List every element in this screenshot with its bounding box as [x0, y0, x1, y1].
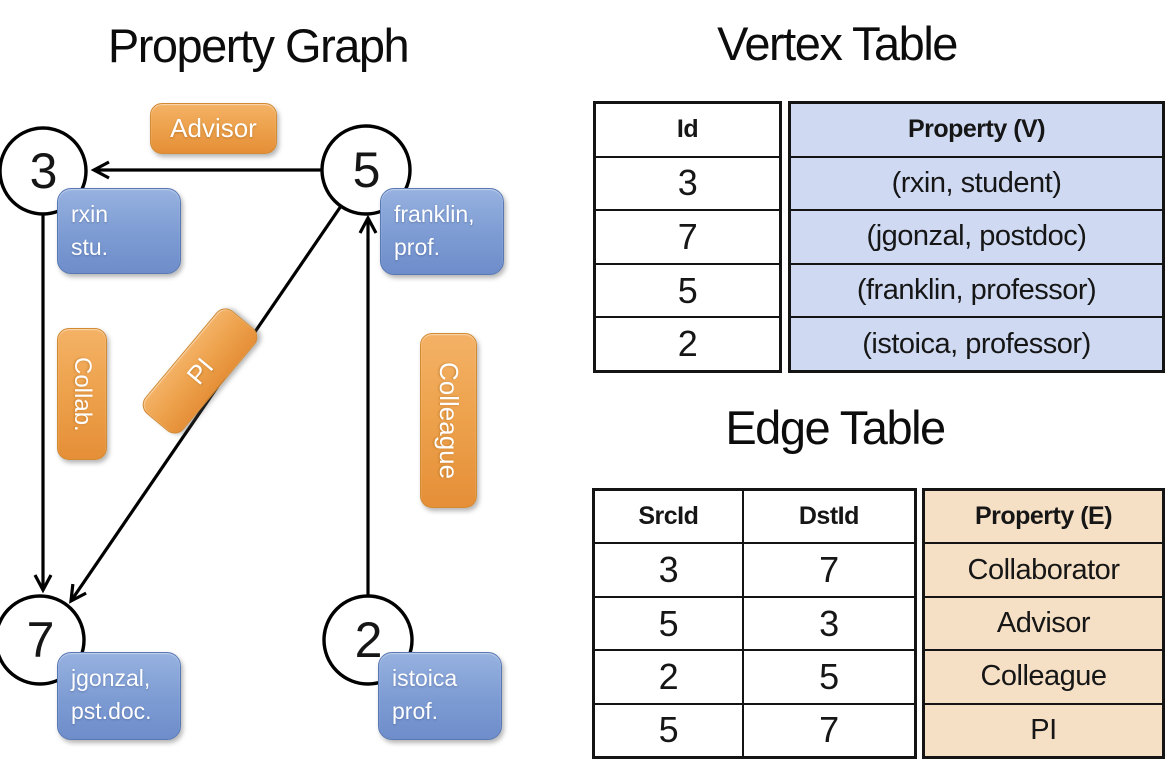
table-row: 3 7 — [595, 542, 914, 596]
vertex-property-cell: (rxin, student) — [891, 166, 1062, 199]
table-row: 2 — [596, 316, 779, 370]
vertex-table-header-property: Property (V) — [907, 115, 1046, 144]
vertex-property-cell: (jgonzal, postdoc) — [866, 220, 1087, 253]
edge-table-header-property: Property (E) — [974, 502, 1113, 531]
table-row: (franklin, professor) — [791, 262, 1162, 317]
edge-table-property-column: Property (E) Collaborator Advisor Collea… — [922, 488, 1165, 759]
property-graph-title: Property Graph — [107, 19, 410, 72]
vertex-id-cell: 3 — [677, 162, 698, 204]
edge-label-advisor: Advisor — [150, 103, 277, 154]
vertex-property-box-2: istoica prof. — [378, 652, 502, 740]
edge-label-text: PI — [180, 351, 220, 390]
edge-srcid-cell: 5 — [658, 602, 679, 644]
table-row: 2 5 — [595, 649, 914, 703]
vertex-property-line: prof. — [394, 233, 441, 260]
edge-property-cell: Colleague — [980, 660, 1107, 693]
edge-dstid-cell: 5 — [741, 651, 914, 703]
table-row: 3 — [596, 155, 779, 210]
table-row: Advisor — [925, 595, 1162, 649]
vertex-property-line: stu. — [71, 233, 109, 260]
vertex-table-id-column: Id 3 7 5 2 — [593, 101, 782, 373]
vertex-table-title: Vertex Table — [717, 17, 958, 70]
table-row: (jgonzal, postdoc) — [791, 209, 1162, 263]
vertex-id-cell: 7 — [677, 215, 698, 257]
edge-label-collab: Collab. — [57, 328, 107, 460]
table-row: 5 7 — [595, 702, 914, 757]
vertex-property-line: rxin — [71, 201, 109, 227]
vertex-id-cell: 5 — [677, 269, 698, 311]
vertex-property-line: istoica — [392, 665, 458, 691]
edge-property-cell: Advisor — [996, 607, 1091, 640]
edge-dstid-cell: 7 — [741, 704, 914, 757]
edge-label-text: Advisor — [170, 113, 257, 143]
vertex-property-line: franklin, — [394, 201, 475, 227]
edge-table-id-columns: SrcId DstId 3 7 5 3 2 5 5 7 — [592, 488, 917, 759]
node-id-3: 3 — [29, 143, 58, 199]
vertex-property-line: pst.doc. — [71, 697, 152, 724]
edge-dstid-cell: 3 — [741, 597, 914, 650]
vertex-property-box-5: franklin, prof. — [380, 188, 504, 275]
vertex-property-cell: (franklin, professor) — [856, 274, 1097, 307]
edge-dstid-cell: 7 — [741, 544, 914, 596]
node-id-7: 7 — [26, 612, 55, 668]
vertex-property-box-3: rxin stu. — [57, 188, 181, 274]
edge-srcid-cell: 5 — [658, 709, 679, 751]
edge-srcid-cell: 3 — [658, 549, 679, 591]
vertex-property-box-7: jgonzal, pst.doc. — [57, 652, 181, 740]
vertex-table-property-column: Property (V) (rxin, student) (jgonzal, p… — [788, 101, 1165, 373]
edge-table-header-dstid: DstId — [741, 491, 914, 543]
edge-property-cell: PI — [1030, 713, 1057, 746]
table-row: Colleague — [925, 649, 1162, 702]
table-row: 5 — [596, 262, 779, 317]
edge-table-title: Edge Table — [725, 401, 946, 454]
edge-label-colleague: Colleague — [420, 333, 477, 508]
edge-pi-arrow — [69, 205, 343, 604]
vertex-property-line: jgonzal, — [71, 665, 151, 691]
edge-label-text: Collab. — [69, 356, 96, 432]
table-row: PI — [925, 702, 1162, 756]
edge-table-header-srcid: SrcId — [638, 502, 699, 531]
edge-property-cell: Collaborator — [967, 553, 1120, 586]
edge-srcid-cell: 2 — [658, 655, 679, 697]
node-id-5: 5 — [352, 142, 381, 198]
table-row: (rxin, student) — [791, 155, 1162, 210]
node-id-2: 2 — [354, 612, 383, 668]
vertex-id-cell: 2 — [677, 323, 698, 365]
table-row: Collaborator — [925, 542, 1162, 595]
table-row: (istoica, professor) — [791, 316, 1162, 370]
vertex-property-cell: (istoica, professor) — [862, 327, 1091, 360]
table-row: 5 3 — [595, 595, 914, 650]
vertex-table-header-id: Id — [676, 115, 699, 144]
table-row: 7 — [596, 209, 779, 263]
edge-label-text: Colleague — [434, 361, 464, 480]
vertex-property-line: prof. — [392, 697, 439, 724]
